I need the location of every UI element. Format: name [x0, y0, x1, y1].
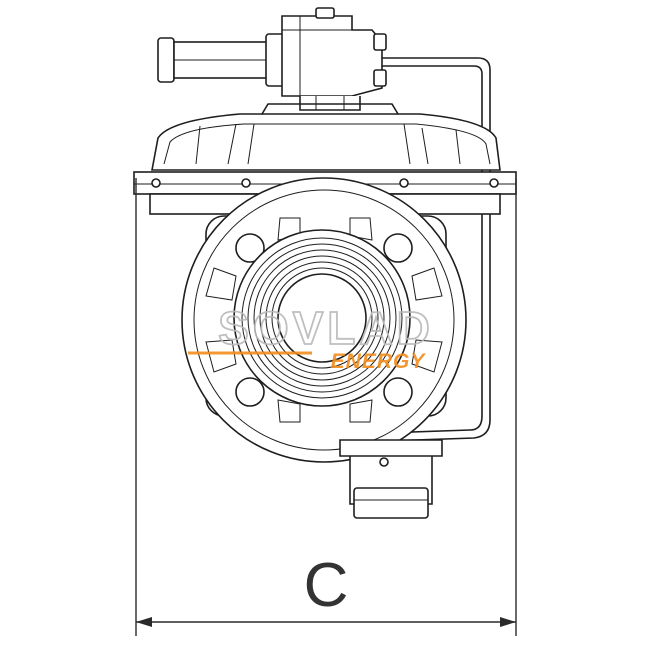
top-inlet-assembly: [157, 7, 387, 111]
dimension-arrow-left: [136, 617, 152, 627]
watermark-line1: SOVLAD: [218, 302, 434, 354]
watermark-line2: ENERGY: [331, 350, 427, 373]
diaphragm-bonnet: [151, 103, 501, 171]
outlet-spigot: [339, 439, 443, 519]
dimension-arrow-right: [500, 617, 516, 627]
dimension-label: C: [304, 551, 349, 620]
spring-coil: [233, 229, 411, 407]
watermark-logo: SOVLAD ENERGY: [188, 301, 434, 373]
dimension-c: C: [135, 178, 517, 636]
